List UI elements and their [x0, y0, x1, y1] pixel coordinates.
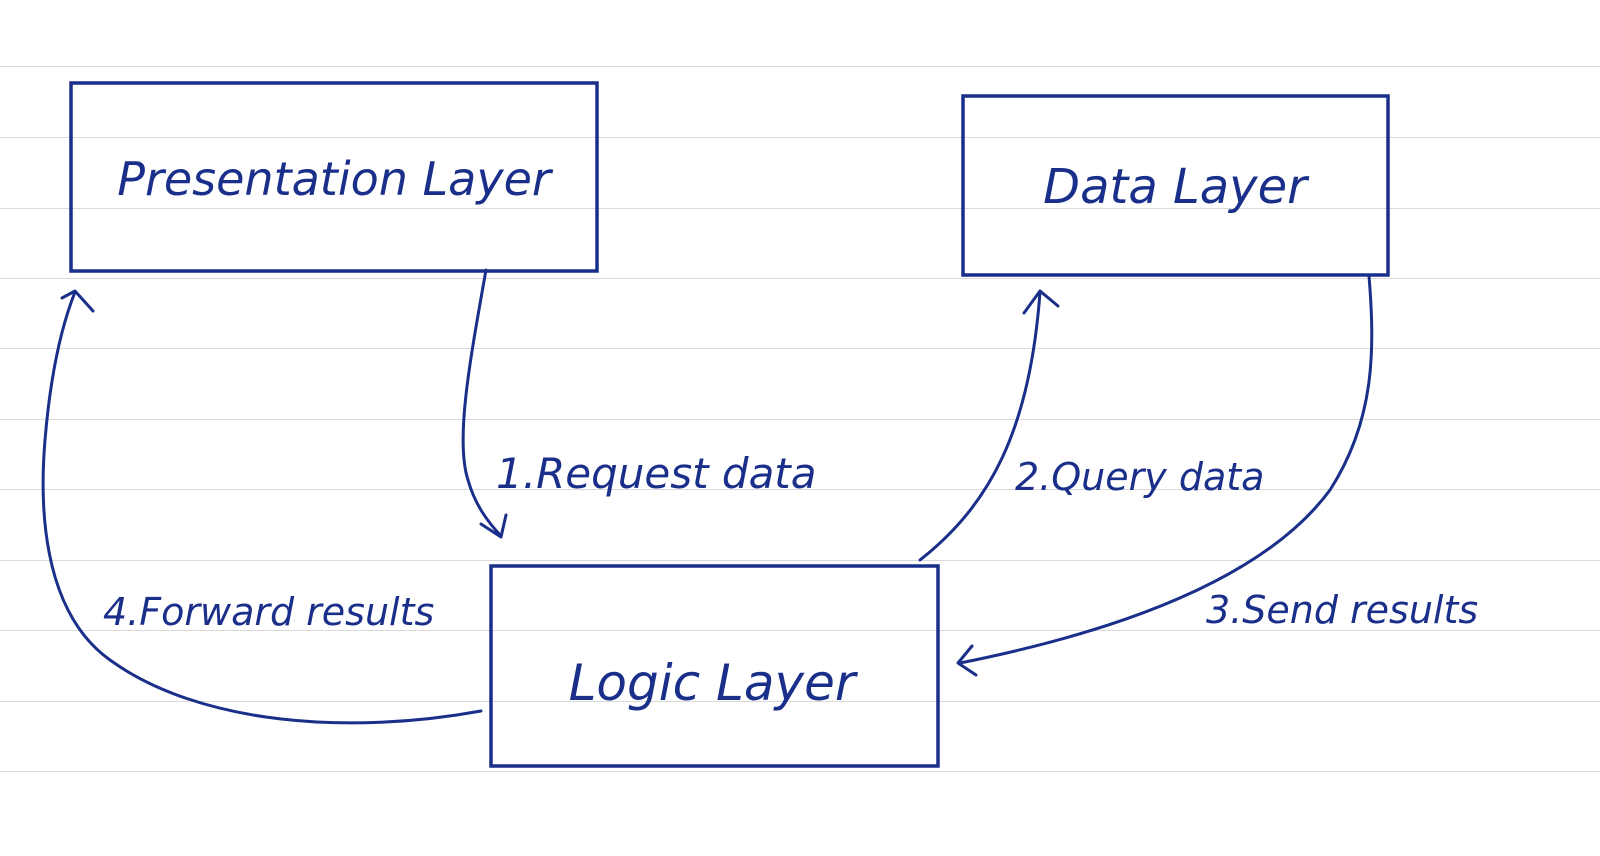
- logic-layer-label: Logic Layer: [569, 654, 859, 712]
- logic-layer-box: [489, 564, 940, 768]
- presentation-layer-label: Presentation Layer: [117, 152, 554, 206]
- ruled-line: [0, 278, 1600, 279]
- arrowhead-icon: [479, 513, 508, 539]
- arrowhead-icon: [1022, 289, 1060, 315]
- edge-label-forward-results: 4.Forward results: [103, 590, 434, 634]
- arrowhead-icon: [956, 644, 978, 677]
- ruled-line: [0, 771, 1600, 772]
- ruled-line: [0, 208, 1600, 209]
- edge-label-request-data: 1.Request data: [496, 449, 817, 498]
- arrowhead-icon: [60, 289, 95, 313]
- arrow-line: [958, 274, 1374, 665]
- ruled-line: [0, 701, 1600, 702]
- ruled-line: [0, 419, 1600, 420]
- node-logic-layer: Logic Layer: [489, 564, 940, 768]
- arrow-line: [461, 268, 503, 538]
- ruled-line: [0, 489, 1600, 490]
- data-layer-label: Data Layer: [1043, 159, 1310, 215]
- edge-request-data: 1.Request data: [461, 268, 817, 539]
- ruled-line: [0, 630, 1600, 631]
- edge-label-send-results: 3.Send results: [1206, 588, 1478, 632]
- node-data-layer: Data Layer: [961, 94, 1390, 277]
- ruled-line: [0, 137, 1600, 138]
- arrow-line: [918, 290, 1042, 562]
- data-layer-box: [961, 94, 1390, 277]
- ruled-line: [0, 348, 1600, 349]
- node-presentation-layer: Presentation Layer: [69, 81, 599, 273]
- ruled-line: [0, 66, 1600, 67]
- presentation-layer-box: [69, 81, 599, 273]
- edge-send-results: 3.Send results: [956, 274, 1478, 677]
- ruled-line: [0, 560, 1600, 561]
- arrow-line: [41, 290, 483, 725]
- edge-forward-results: 4.Forward results: [41, 289, 483, 725]
- edge-query-data: 2.Query data: [918, 289, 1264, 562]
- edge-label-query-data: 2.Query data: [1015, 455, 1264, 499]
